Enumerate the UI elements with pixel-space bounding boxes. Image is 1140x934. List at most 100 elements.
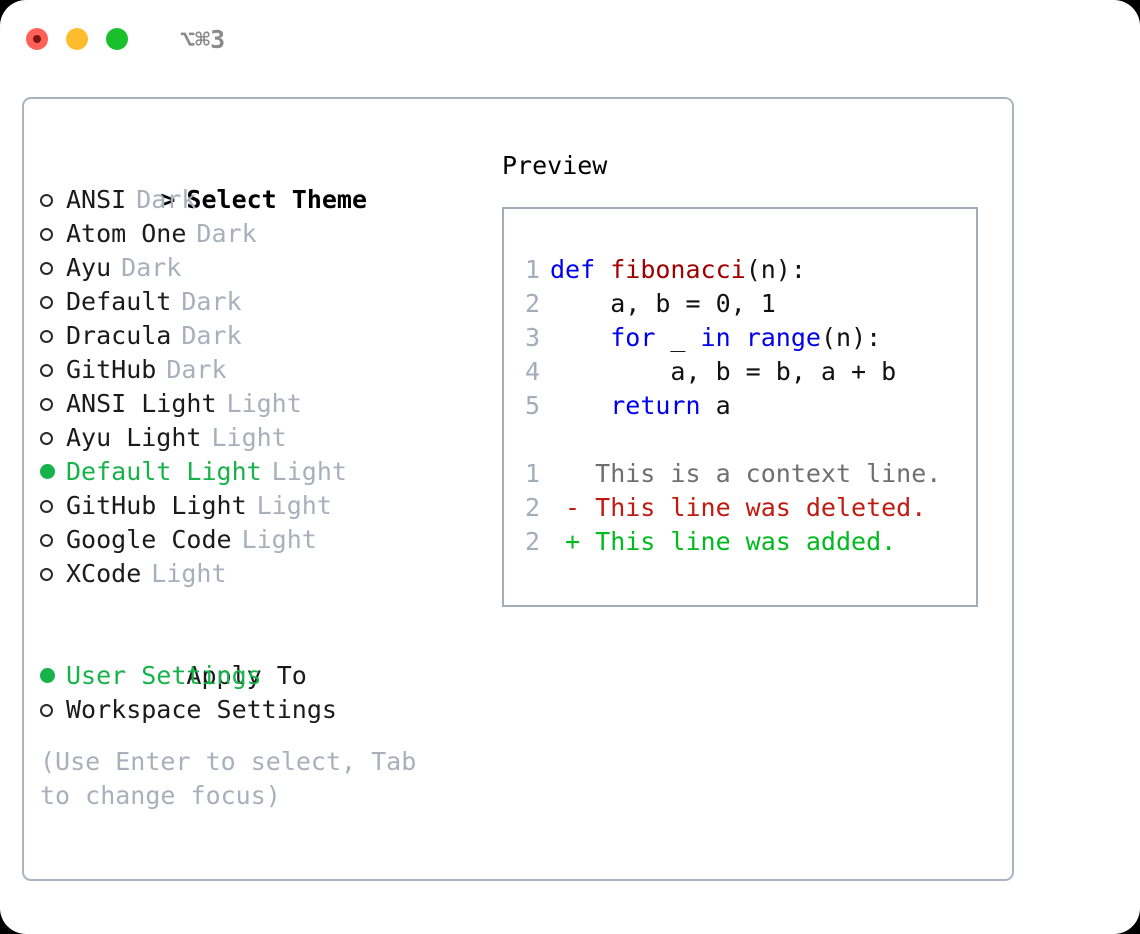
code-line — [504, 423, 976, 457]
option-label: GitHub — [66, 355, 157, 384]
code-token: def — [550, 255, 611, 284]
code-token: range — [745, 323, 821, 352]
theme-option-0[interactable]: ANSI Dark — [40, 183, 510, 217]
radio-unselected-icon — [40, 330, 53, 343]
option-label: ANSI — [66, 185, 127, 214]
code-text: return a — [550, 389, 731, 423]
radio-marker — [40, 319, 66, 353]
theme-option-8[interactable]: Default Light Light — [40, 455, 510, 489]
code-text — [550, 423, 565, 457]
code-text: This is a context line. — [550, 457, 941, 491]
option-variant-badge: Light — [226, 389, 302, 418]
line-number — [504, 423, 550, 457]
minimize-button-icon[interactable] — [66, 28, 88, 50]
radio-unselected-icon — [40, 500, 53, 513]
radio-unselected-icon — [40, 296, 53, 309]
apply-to-heading: Apply To — [40, 625, 510, 690]
radio-marker — [40, 557, 66, 591]
option-label: Google Code — [66, 525, 232, 554]
radio-marker — [40, 421, 66, 455]
code-line: 3 for _ in range(n): — [504, 321, 976, 355]
option-variant-badge: Dark — [121, 253, 182, 282]
apply-to-label: Apply To — [186, 661, 307, 690]
option-variant-badge: Dark — [136, 185, 197, 214]
title-bar: ⌥⌘3 — [0, 0, 1140, 78]
code-line: 1 This is a context line. — [504, 457, 976, 491]
code-token: a, b = b, a + b — [550, 357, 897, 386]
option-variant-badge: Dark — [196, 219, 257, 248]
code-text: for _ in range(n): — [550, 321, 881, 355]
code-token: This is a context line. — [550, 459, 942, 488]
line-number: 1 — [524, 459, 540, 488]
option-label: Dracula — [66, 321, 172, 350]
option-label: Default Light — [66, 457, 262, 486]
code-text: - This line was deleted. — [550, 491, 926, 525]
theme-option-4[interactable]: Dracula Dark — [40, 319, 510, 353]
option-label: Default — [66, 287, 172, 316]
zoom-button-icon[interactable] — [106, 28, 128, 50]
line-number: 5 — [524, 391, 540, 420]
code-token: fibonacci — [610, 255, 746, 284]
code-line: 2 - This line was deleted. — [504, 491, 976, 525]
keyboard-shortcut-label: ⌥⌘3 — [180, 24, 226, 54]
radio-selected-icon — [40, 464, 55, 479]
code-line: 2 + This line was added. — [504, 525, 976, 559]
radio-unselected-icon — [40, 432, 53, 445]
radio-marker — [40, 217, 66, 251]
option-variant-badge: Light — [211, 423, 287, 452]
option-variant-badge: Light — [271, 457, 347, 486]
radio-unselected-icon — [40, 704, 53, 717]
radio-marker — [40, 489, 66, 523]
code-token: - This line was deleted. — [550, 493, 927, 522]
code-token: for — [610, 323, 656, 352]
line-number: 2 — [524, 493, 540, 522]
option-label: GitHub Light — [66, 491, 247, 520]
code-token: a — [700, 391, 731, 420]
hint-spacer — [40, 727, 510, 745]
apply-to-option-1[interactable]: Workspace Settings — [40, 693, 510, 727]
option-label: ANSI Light — [66, 389, 217, 418]
radio-unselected-icon — [40, 534, 53, 547]
apply-to-option-0[interactable]: User Settings — [40, 659, 510, 693]
code-token — [731, 323, 746, 352]
close-button-icon[interactable] — [26, 28, 48, 50]
page-title: Select Theme — [186, 185, 368, 214]
code-text: + This line was added. — [550, 525, 896, 559]
radio-marker — [40, 387, 66, 421]
radio-marker — [40, 183, 66, 217]
option-variant-badge: Dark — [181, 321, 242, 350]
option-variant-badge: Light — [241, 525, 317, 554]
keyboard-hint-text: (Use Enter to select, Tab to change focu… — [40, 747, 432, 810]
radio-unselected-icon — [40, 262, 53, 275]
code-text: a, b = 0, 1 — [550, 287, 776, 321]
radio-marker — [40, 523, 66, 557]
radio-marker — [40, 693, 66, 727]
preview-title: Preview — [502, 151, 608, 180]
theme-option-7[interactable]: Ayu Light Light — [40, 421, 510, 455]
option-label: User Settings — [66, 661, 262, 690]
radio-unselected-icon — [40, 398, 53, 411]
option-label: Ayu Light — [66, 423, 202, 452]
option-variant-badge: Light — [256, 491, 332, 520]
radio-marker — [40, 353, 66, 387]
code-token — [550, 323, 610, 352]
theme-option-2[interactable]: Ayu Dark — [40, 251, 510, 285]
code-line: 5 return a — [504, 389, 976, 423]
radio-marker — [40, 659, 66, 693]
option-label: Ayu — [66, 253, 112, 282]
theme-option-10[interactable]: Google Code Light — [40, 523, 510, 557]
section-spacer — [40, 591, 510, 625]
theme-option-6[interactable]: ANSI Light Light — [40, 387, 510, 421]
code-token: _ — [655, 323, 701, 352]
theme-option-9[interactable]: GitHub Light Light — [40, 489, 510, 523]
